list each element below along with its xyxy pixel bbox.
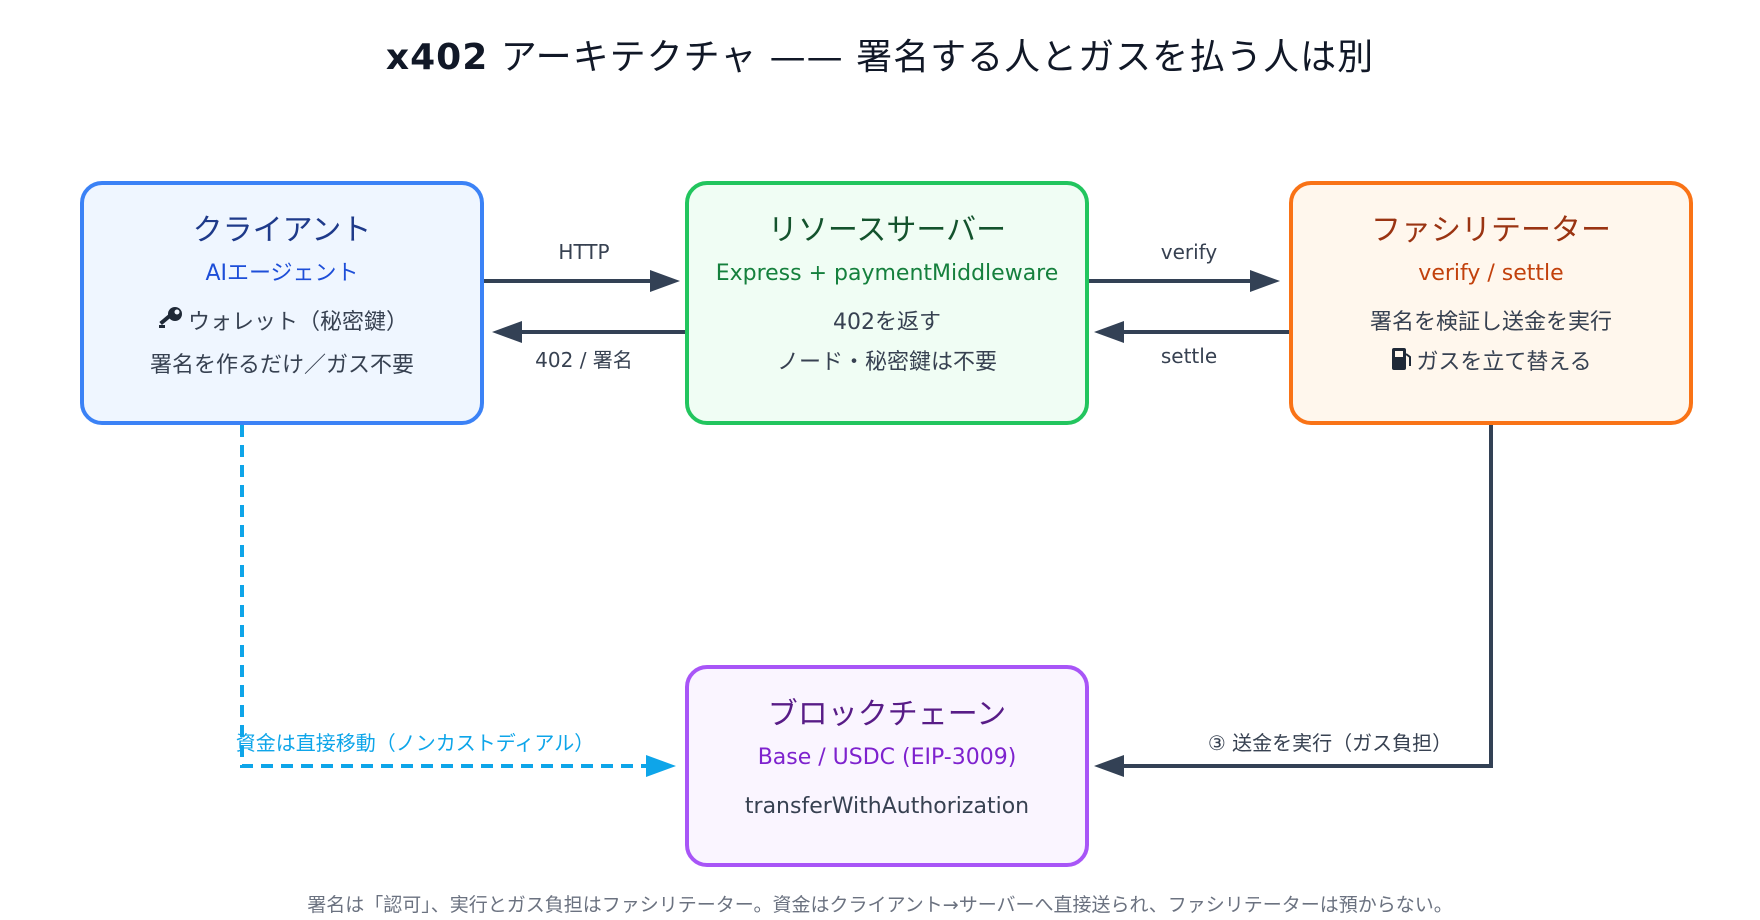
edge-label-verify: verify — [1160, 240, 1218, 264]
arrowhead-facilitator-to-chain — [1094, 755, 1124, 777]
client-wallet-text: ウォレット（秘密鍵） — [187, 310, 408, 335]
server-subtitle: Express + paymentMiddleware — [715, 261, 1059, 286]
resource-server-node: リソースサーバー Express + paymentMiddleware 402… — [685, 181, 1089, 425]
facilitator-line-2: ガスを立て替える — [1293, 343, 1689, 386]
arrow-facilitator-to-chain — [1112, 425, 1493, 768]
facilitator-subtitle: verify / settle — [1418, 261, 1564, 286]
diagram-title: x402 アーキテクチャ —— 署名する人とガスを払う人は別 — [0, 28, 1760, 80]
edge-label-402: 402 / 署名 — [535, 348, 633, 372]
facilitator-line-1: 署名を検証し送金を実行 — [1369, 310, 1612, 335]
blockchain-line-1: transferWithAuthorization — [744, 794, 1030, 819]
arrowhead-facilitator-to-server — [1094, 321, 1124, 343]
blockchain-node: ブロックチェーン Base / USDC (EIP-3009) transfer… — [685, 665, 1089, 867]
edge-label-http: HTTP — [558, 240, 610, 264]
footer-note: 署名は「認可」、実行とガス負担はファシリテーター。資金はクライアント→サーバーへ… — [307, 894, 1453, 916]
edge-label-funds: 資金は直接移動（ノンカストディアル） — [235, 731, 595, 755]
facilitator-gas-text: ガスを立て替える — [1416, 350, 1592, 375]
arrowhead-client-to-server — [650, 270, 680, 292]
title-bold: x402 — [385, 37, 489, 78]
facilitator-title: ファシリテーター — [1371, 213, 1611, 248]
client-line-1: ウォレット（秘密鍵） — [84, 303, 480, 346]
edge-label-execute: ③ 送金を実行（ガス負担） — [1207, 731, 1453, 755]
server-line-1: 402を返す — [833, 310, 941, 335]
key-icon — [156, 306, 184, 346]
client-node: クライアント AIエージェント ウォレット（秘密鍵） 署名を作るだけ／ガス不要 — [80, 181, 484, 425]
title-rest: アーキテクチャ —— 署名する人とガスを払う人は別 — [488, 37, 1375, 78]
client-line-2: 署名を作るだけ／ガス不要 — [149, 353, 414, 378]
server-title: リソースサーバー — [767, 213, 1007, 248]
edge-label-settle: settle — [1160, 344, 1218, 368]
server-line-2: ノード・秘密鍵は不要 — [776, 350, 997, 375]
fuel-pump-icon — [1390, 346, 1412, 386]
arrowhead-server-to-client — [492, 321, 522, 343]
arrowhead-server-to-facilitator — [1250, 270, 1280, 292]
client-title: クライアント — [192, 213, 372, 248]
facilitator-node: ファシリテーター verify / settle 署名を検証し送金を実行 ガスを… — [1289, 181, 1693, 425]
client-subtitle: AIエージェント — [205, 261, 359, 286]
blockchain-subtitle: Base / USDC (EIP-3009) — [757, 745, 1017, 770]
arrow-client-to-chain — [240, 425, 658, 768]
blockchain-title: ブロックチェーン — [767, 697, 1007, 732]
arrowhead-client-to-chain — [646, 755, 676, 777]
